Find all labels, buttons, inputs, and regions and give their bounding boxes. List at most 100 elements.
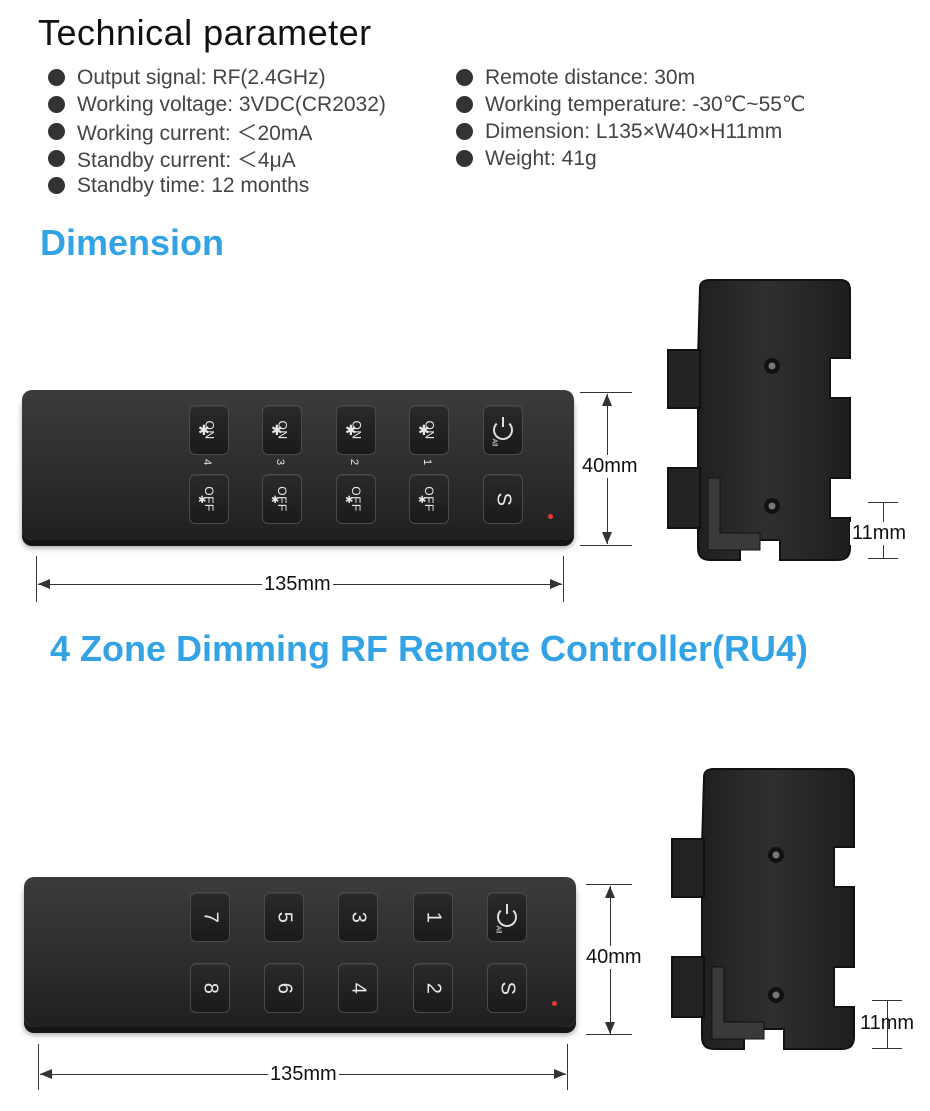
param-text: Output signal: RF(2.4GHz) [77,65,326,89]
zone-3-off-button: ✱ OFF [262,474,302,524]
zone-2-on-button: ✱ ON 2 [336,405,376,465]
param-working-voltage: Working voltage: 3VDC(CR2032) [48,91,386,118]
param-standby-time: Standby time: 12 months [48,172,386,199]
height-label: 11mm [860,1012,915,1034]
param-dimension: Dimension: L135×W40×H11mm [456,118,806,145]
arrow-right-icon [550,579,562,589]
dim-icon: ✱ [271,495,280,506]
power-icon [497,904,517,927]
zone-1-on-button: ✱ ON 1 [409,405,449,465]
bullet-icon [48,69,65,86]
dimension-line [868,558,898,559]
bullet-icon [456,123,473,140]
arrow-left-icon [40,1069,52,1079]
height-label: 11mm [850,522,909,545]
button-label: S [496,981,519,995]
key-2-button: 2 [413,963,453,1013]
dim-icon: ✱ [345,495,354,506]
model-heading: 4 Zone Dimming RF Remote Controller(RU4) [50,628,809,669]
param-text: Remote distance: 30m [485,65,696,89]
key-8-button: 8 [190,963,230,1013]
param-standby-current: Standby current: ＜4μA [48,145,386,172]
param-text: Working temperature: -30℃~55℃ [485,93,806,116]
arrow-up-icon [602,394,612,406]
param-working-temperature: Working temperature: -30℃~55℃ [456,91,806,118]
zone-1-off-button: ✱ OFF [409,474,449,524]
button-label: 3 [347,911,370,923]
key-1-button: 1 [413,892,453,942]
button-label: 4 [347,982,370,994]
param-working-current: Working current: ＜20mA [48,118,386,145]
width-label: 40mm [580,455,638,478]
all-power-button: All [487,892,527,942]
zone-3-on-button: ✱ ON 3 [262,405,302,465]
zone-number: 2 [348,458,361,466]
params-right: Remote distance: 30m Working temperature… [456,64,806,172]
dim-icon: ✱ [198,495,207,506]
button-label: 6 [273,982,296,994]
bullet-icon [456,69,473,86]
button-label: ON [202,420,216,440]
remote-control-image: 7 5 3 1 All 8 6 4 2 S [24,877,576,1027]
param-remote-distance: Remote distance: 30m [456,64,806,91]
brightness-icon: ✱ [198,422,210,438]
button-label: OFF [349,486,363,512]
dimension-line [872,1048,902,1049]
s-button: S [487,963,527,1013]
key-4-button: 4 [338,963,378,1013]
zone-4-on-button: ✱ ON 4 [189,405,229,465]
zone-number: 4 [201,458,214,466]
dimension-line [586,884,632,885]
zone-number: 1 [421,458,434,466]
led-indicator [548,514,553,519]
led-indicator [552,1001,557,1006]
param-text: Working current: ＜20mA [77,121,313,145]
key-3-button: 3 [338,892,378,942]
wall-holder-image [671,768,855,1050]
dimension-line [580,392,632,393]
s-button: S [483,474,523,524]
button-label: 7 [199,911,222,923]
remote-control-image: ✱ ON 4 ✱ ON 3 ✱ ON 2 ✱ ON 1 All ✱ OFF ✱ … [22,390,574,540]
button-label: 5 [273,911,296,923]
brightness-icon: ✱ [418,422,430,438]
dimension-line [38,1044,39,1090]
brightness-icon: ✱ [345,422,357,438]
bullet-icon [456,150,473,167]
page-title: Technical parameter [38,12,372,53]
zone-4-off-button: ✱ OFF [189,474,229,524]
button-label: OFF [275,486,289,512]
button-label: OFF [202,486,216,512]
dimension-line [887,1000,888,1048]
button-label: 8 [199,982,222,994]
arrow-down-icon [605,1022,615,1034]
dimension-line [567,1044,568,1090]
power-icon [493,417,513,440]
arrow-up-icon [605,886,615,898]
arrow-down-icon [602,532,612,544]
param-text: Working voltage: 3VDC(CR2032) [77,92,386,116]
button-label: OFF [422,486,436,512]
all-label: All [490,438,498,447]
param-text: Standby current: ＜4μA [77,148,296,172]
param-text: Standby time: 12 months [77,173,310,197]
bullet-icon [48,123,65,140]
dimension-line [36,556,37,602]
bullet-icon [48,177,65,194]
arrow-right-icon [554,1069,566,1079]
all-power-button: All [483,405,523,455]
arrow-left-icon [38,579,50,589]
brightness-icon: ✱ [271,422,283,438]
param-weight: Weight: 41g [456,145,806,172]
wall-holder-image [667,279,851,561]
key-7-button: 7 [190,892,230,942]
all-label: All [494,925,502,934]
key-6-button: 6 [264,963,304,1013]
width-label: 40mm [584,946,642,969]
dimension-line [563,556,564,602]
param-text: Dimension: L135×W40×H11mm [485,119,783,143]
dimension-line [586,1034,632,1035]
button-label: ON [422,420,436,440]
bullet-icon [48,96,65,113]
length-label: 135mm [262,573,333,596]
